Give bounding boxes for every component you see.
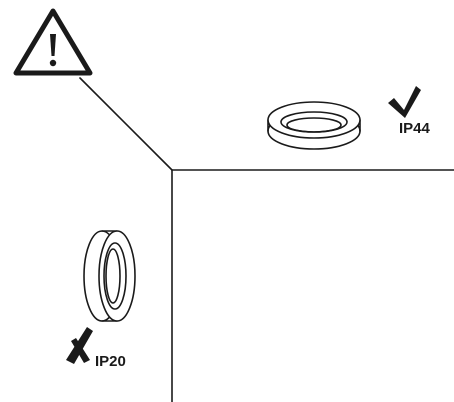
wall-ip-rating-label: IP20 [95, 353, 126, 370]
warning-triangle-icon [13, 8, 93, 76]
cross-icon [66, 327, 93, 364]
ceiling-light-fixture [267, 101, 361, 150]
checkmark-icon [388, 86, 421, 118]
ceiling-ip-rating-label: IP44 [399, 120, 431, 137]
diagonal-ceiling-edge [79, 77, 173, 171]
room-corner [79, 77, 454, 402]
wall-light-fixture [83, 230, 136, 322]
